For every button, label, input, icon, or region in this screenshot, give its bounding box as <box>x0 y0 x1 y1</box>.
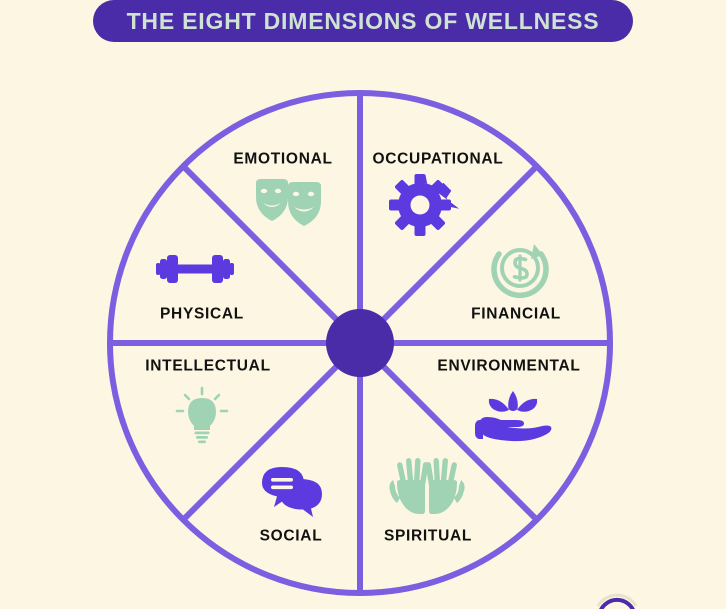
segment-label-intellectual: INTELLECTUAL <box>145 357 271 375</box>
lightbulb-icon <box>175 386 229 444</box>
theater-masks-icon <box>256 179 321 226</box>
segment-label-emotional: EMOTIONAL <box>233 150 333 168</box>
speech-bubbles-icon <box>262 467 322 517</box>
wheel-center-hub <box>326 309 394 377</box>
gear-icon <box>389 174 460 236</box>
page-title-banner: THE EIGHT DIMENSIONS OF WELLNESS <box>93 0 633 42</box>
open-hands-icon <box>389 458 465 514</box>
dumbbell-icon <box>156 255 234 283</box>
segment-label-social: SOCIAL <box>259 527 323 545</box>
dollar-circle-icon <box>491 244 549 298</box>
segment-label-spiritual: SPIRITUAL <box>383 527 473 545</box>
segment-label-financial: FINANCIAL <box>471 305 561 323</box>
segment-label-occupational: OCCUPATIONAL <box>372 150 504 168</box>
hand-plant-icon <box>475 391 552 442</box>
segment-label-physical: PHYSICAL <box>160 305 244 323</box>
page-title: THE EIGHT DIMENSIONS OF WELLNESS <box>126 7 600 34</box>
segment-label-environmental: ENVIRONMENTAL <box>437 357 581 375</box>
corner-decoration-fragment <box>596 593 638 609</box>
